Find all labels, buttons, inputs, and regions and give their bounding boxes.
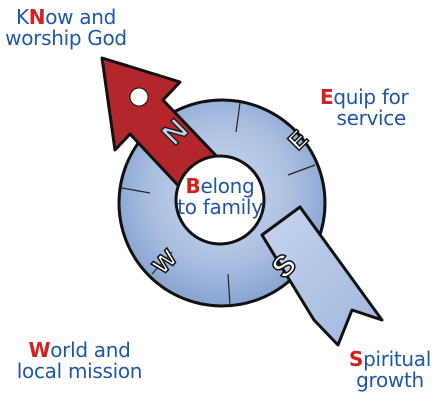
needle-dot	[130, 88, 148, 106]
label-spiritual-growth: Spiritual growth	[344, 349, 436, 391]
label-equip-for-service: Equip for service	[320, 87, 406, 129]
label-belong-to-family: Belong to family	[172, 176, 268, 218]
label-know-and-worship: KNow and worship God	[2, 7, 130, 49]
label-world-and-local-mission: World and local mission	[12, 340, 147, 382]
